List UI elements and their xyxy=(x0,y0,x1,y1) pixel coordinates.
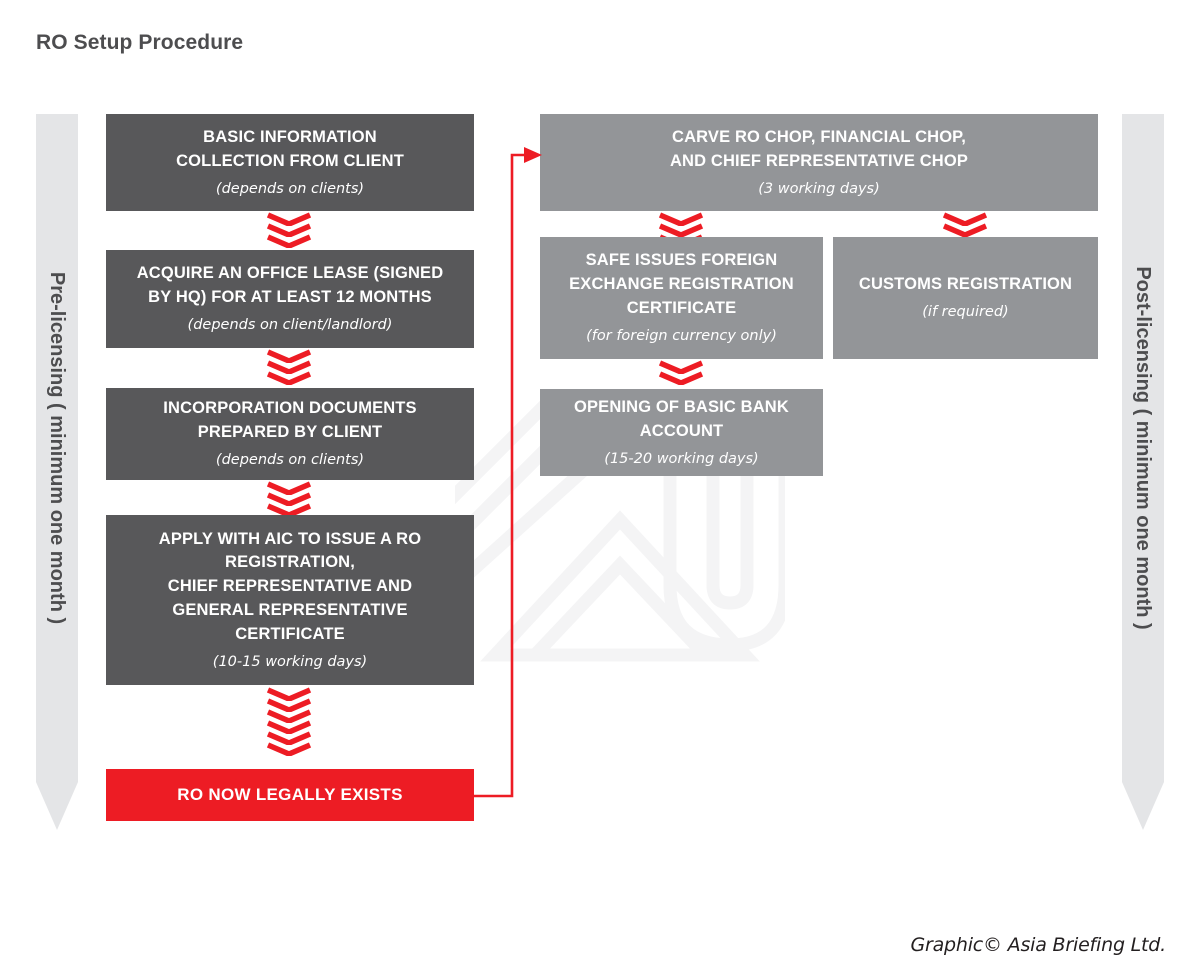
step-subtitle: (if required) xyxy=(922,304,1009,321)
lane-banner-post-licensing: Post-licensing ( minimum one month ) xyxy=(1122,114,1164,830)
step-subtitle: (depends on clients) xyxy=(215,452,365,469)
step-title: CARVE RO CHOP, FINANCIAL CHOP,AND CHIEF … xyxy=(669,127,968,170)
graphic-credit: Graphic© Asia Briefing Ltd. xyxy=(910,934,1166,956)
flow-arrow-chevrons xyxy=(657,360,705,385)
step-title: CUSTOMS REGISTRATION xyxy=(858,275,1073,294)
flow-arrow-chevrons-long xyxy=(265,687,313,756)
step-subtitle: (for foreign currency only) xyxy=(586,328,777,345)
step-box-carve-chops[interactable]: CARVE RO CHOP, FINANCIAL CHOP,AND CHIEF … xyxy=(540,114,1098,211)
banner-shaft xyxy=(36,114,78,782)
step-subtitle: (3 working days) xyxy=(758,180,880,197)
flow-arrow-chevrons xyxy=(265,349,313,385)
step-subtitle: (15-20 working days) xyxy=(604,450,759,467)
banner-arrow-tip xyxy=(36,782,78,830)
flow-arrow-chevrons xyxy=(265,212,313,248)
lane-label-post-licensing: Post-licensing ( minimum one month ) xyxy=(1132,266,1155,630)
flow-arrow-chevrons xyxy=(941,212,989,237)
step-subtitle: (10-15 working days) xyxy=(212,654,368,671)
step-subtitle: (depends on client/landlord) xyxy=(187,317,393,334)
lane-banner-pre-licensing: Pre-licensing ( minimum one month ) xyxy=(36,114,78,830)
lane-label-pre-licensing: Pre-licensing ( minimum one month ) xyxy=(46,271,69,625)
step-box-customs-registration[interactable]: CUSTOMS REGISTRATION (if required) xyxy=(833,237,1098,359)
milestone-box-ro-legally-exists[interactable]: RO NOW LEGALLY EXISTS xyxy=(106,769,474,821)
step-subtitle: (depends on clients) xyxy=(215,180,365,197)
flow-arrow-chevrons xyxy=(265,481,313,517)
banner-arrow-tip xyxy=(1122,782,1164,830)
page-title: RO Setup Procedure xyxy=(36,31,244,54)
milestone-title: RO NOW LEGALLY EXISTS xyxy=(177,784,403,804)
banner-shaft xyxy=(1122,114,1164,782)
